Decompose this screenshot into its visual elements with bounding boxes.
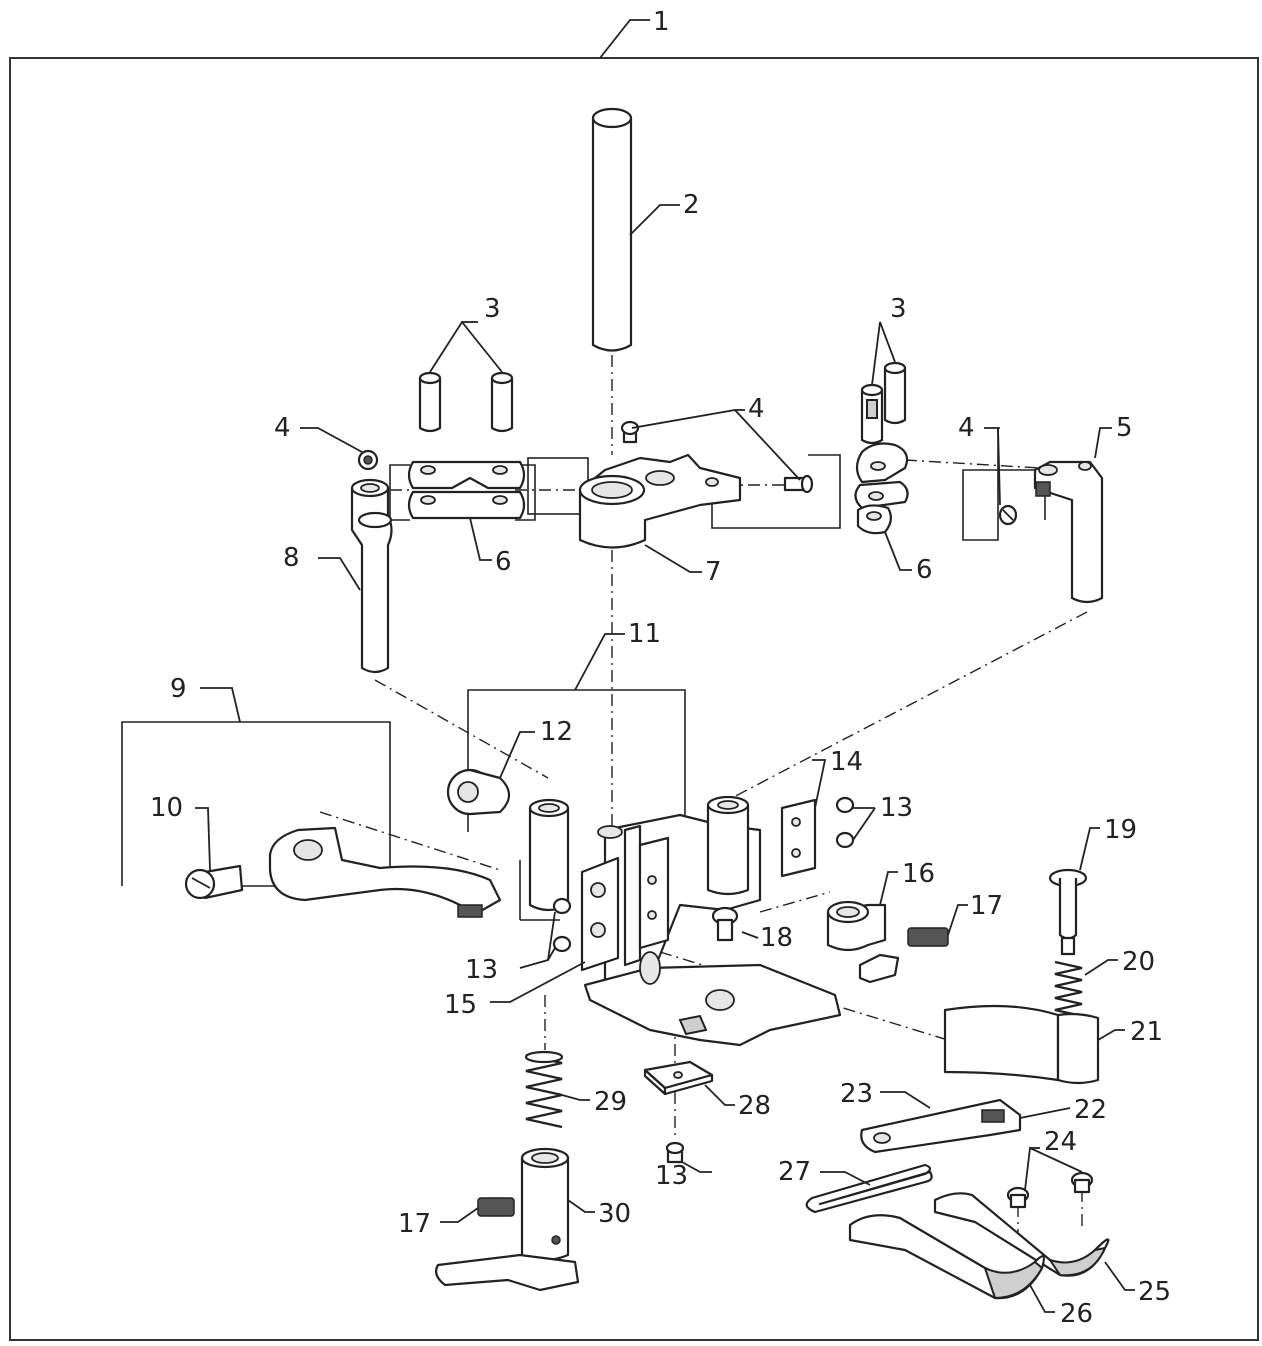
callout-17-right: 17 bbox=[970, 891, 1003, 921]
callout-22: 22 bbox=[1074, 1095, 1107, 1125]
part-18-screw bbox=[711, 906, 739, 942]
callout-13-left: 13 bbox=[465, 955, 498, 985]
callout-10: 10 bbox=[150, 793, 183, 823]
part-30-sleeve bbox=[435, 1147, 580, 1292]
callout-13-bottom: 13 bbox=[655, 1161, 688, 1191]
part-8-stud bbox=[350, 478, 393, 674]
part-25-skid bbox=[933, 1192, 1110, 1277]
part-3-pins-right bbox=[860, 361, 907, 445]
part-24-screws bbox=[1006, 1171, 1094, 1209]
callout-4-center: 4 bbox=[748, 394, 765, 424]
callout-24: 24 bbox=[1044, 1127, 1077, 1157]
part-27-clip bbox=[805, 1163, 933, 1214]
part-3-pins-left bbox=[418, 371, 514, 433]
callout-13-right: 13 bbox=[880, 793, 913, 823]
callout-1: 1 bbox=[653, 7, 670, 37]
callout-28: 28 bbox=[738, 1091, 771, 1121]
callout-6-right: 6 bbox=[916, 555, 933, 585]
part-7-block bbox=[578, 453, 742, 549]
callout-labels: 1 2 3 3 4 4 4 5 6 6 7 8 9 10 11 12 13 13… bbox=[150, 7, 1171, 1329]
callout-4-left: 4 bbox=[274, 413, 291, 443]
callout-12: 12 bbox=[540, 717, 573, 747]
part-14-plate bbox=[780, 798, 817, 878]
part-23-bar bbox=[860, 1098, 1022, 1154]
callout-21: 21 bbox=[1130, 1017, 1163, 1047]
part-29-spring bbox=[524, 1050, 564, 1129]
callout-17-left: 17 bbox=[398, 1209, 431, 1239]
part-5-stud bbox=[1033, 460, 1104, 604]
callout-3-right: 3 bbox=[890, 294, 907, 324]
callout-26: 26 bbox=[1060, 1299, 1093, 1329]
part-28-plate bbox=[643, 1060, 714, 1096]
callout-2: 2 bbox=[683, 190, 700, 220]
callout-15: 15 bbox=[444, 990, 477, 1020]
part-13-screws bbox=[552, 796, 855, 1164]
callout-14: 14 bbox=[830, 747, 863, 777]
callout-25: 25 bbox=[1138, 1277, 1171, 1307]
part-16-clamp bbox=[826, 900, 900, 984]
callout-23: 23 bbox=[840, 1079, 873, 1109]
callout-4-right: 4 bbox=[958, 413, 975, 443]
assembly-frame bbox=[9, 57, 1259, 1341]
part-4-screws bbox=[357, 420, 1018, 526]
part-26-skid bbox=[848, 1214, 1045, 1300]
callout-30: 30 bbox=[598, 1199, 631, 1229]
callout-27: 27 bbox=[778, 1157, 811, 1187]
part-6-link-left bbox=[407, 460, 526, 520]
part-19-screw bbox=[1048, 868, 1088, 956]
callout-11: 11 bbox=[628, 619, 661, 649]
callout-16: 16 bbox=[902, 859, 935, 889]
part-12-bushing bbox=[446, 768, 511, 816]
callout-3-left: 3 bbox=[484, 294, 501, 324]
callout-18: 18 bbox=[760, 923, 793, 953]
callout-19: 19 bbox=[1104, 815, 1137, 845]
presser-foot-base bbox=[583, 951, 842, 1047]
callout-6-left: 6 bbox=[495, 547, 512, 577]
callout-9: 9 bbox=[170, 674, 187, 704]
part-6-link-right bbox=[854, 442, 909, 535]
callout-5: 5 bbox=[1116, 413, 1133, 443]
callout-20: 20 bbox=[1122, 947, 1155, 977]
part-15-plate bbox=[580, 836, 670, 972]
callout-7: 7 bbox=[705, 557, 722, 587]
part-10-screw bbox=[184, 864, 244, 900]
part-2-shaft bbox=[591, 107, 633, 352]
part-9-lever bbox=[268, 826, 502, 918]
part-21-leaf bbox=[943, 1004, 1100, 1085]
part-17-setscrews bbox=[477, 927, 949, 1217]
part-20-spring bbox=[1054, 960, 1083, 1018]
callout-29: 29 bbox=[594, 1087, 627, 1117]
leader-lines bbox=[195, 19, 1135, 1313]
callout-8: 8 bbox=[283, 543, 300, 573]
